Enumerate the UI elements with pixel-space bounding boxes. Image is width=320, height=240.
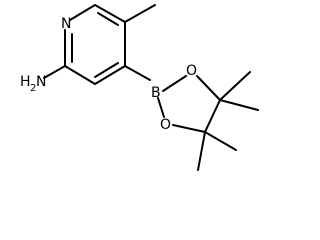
bond-methyl-bc2 [197, 131, 206, 171]
molecule-structure: N H 2 N B O O [20, 4, 259, 171]
bond-c-c [204, 99, 221, 133]
dioxaborolane-ring [157, 75, 221, 133]
bond-n1-c6 [69, 4, 96, 21]
atom-label-boron: B [151, 85, 161, 101]
pyridine-ring [64, 4, 126, 85]
amine-h-count: 2 [30, 83, 36, 94]
atom-label-oxygen-top: O [186, 63, 197, 79]
bond-methyl-bc1 [204, 131, 237, 151]
amine-n-label: N [36, 74, 46, 90]
bond-c6-c5 [94, 4, 126, 23]
atom-label-amine: H 2 N [20, 74, 46, 94]
bond-c6-c5-inner [97, 12, 119, 26]
bond-c3-c2 [64, 65, 96, 85]
bond-c4-c3 [94, 65, 126, 85]
amine-h-label: H [20, 74, 31, 90]
bond-methyl-tc2 [219, 99, 259, 111]
bond-c4-c3-inner [94, 62, 119, 78]
bond-o-top-c [196, 75, 221, 101]
bond-o-bottom-b [157, 97, 165, 118]
bond-b-o-top [162, 75, 187, 92]
bond-c2-nh2 [43, 65, 66, 79]
atom-label-oxygen-bottom: O [160, 117, 171, 133]
bond-methyl-tc1 [219, 71, 251, 101]
bond-c-o-bottom [172, 124, 206, 133]
atom-label-pyridine-n: N [61, 16, 71, 32]
bond-methyl [124, 4, 156, 23]
bond-c4-b [124, 65, 151, 81]
